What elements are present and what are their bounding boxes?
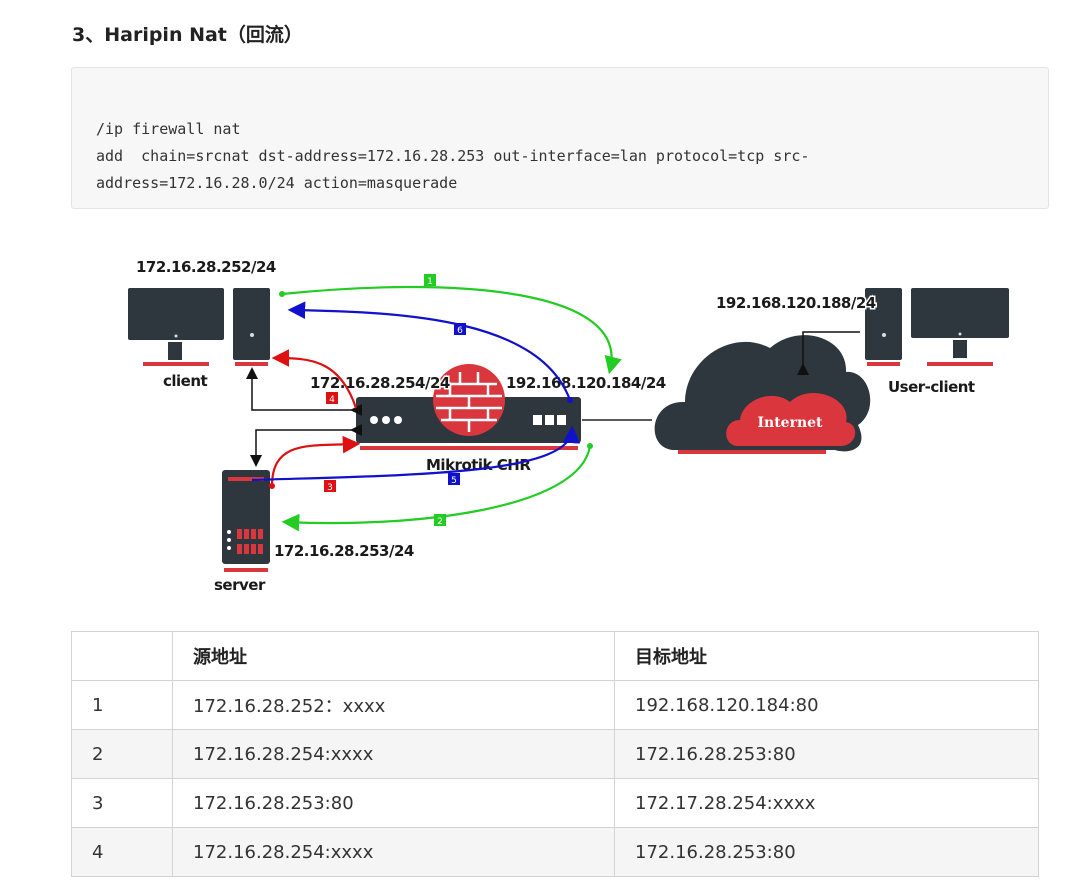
table-header-row: 源地址 目标地址 bbox=[71, 631, 1039, 681]
flow-arrow-5 bbox=[251, 425, 581, 482]
nat-address-table: 源地址 目标地址 1 172.16.28.252：xxxx 192.168.12… bbox=[71, 631, 1039, 877]
code-line: add chain=srcnat dst-address=172.16.28.2… bbox=[96, 147, 810, 165]
section-heading: 3、Haripin Nat（回流） bbox=[72, 24, 303, 46]
table-cell: 1 bbox=[71, 680, 173, 730]
server-icon bbox=[222, 470, 270, 572]
router-label: Mikrotik CHR bbox=[426, 456, 531, 474]
step-badge-2: 2 bbox=[437, 517, 443, 527]
flow-arrow-2 bbox=[281, 445, 592, 532]
table-cell: 3 bbox=[71, 778, 173, 828]
router-lan-ip-label: 172.16.28.254/24 bbox=[310, 374, 450, 392]
hairpin-nat-diagram: 172.16.28.252/24 client 172.16.28.254/24 bbox=[128, 257, 1009, 596]
user-ip-label: 192.168.120.188/24 bbox=[716, 294, 876, 312]
header-cell: 源地址 bbox=[172, 631, 615, 681]
header-cell: 目标地址 bbox=[614, 631, 1039, 681]
table-cell: 172.17.28.254:xxxx bbox=[614, 778, 1039, 828]
step-badge-4: 4 bbox=[329, 395, 335, 405]
table-cell: 172.16.28.253:80 bbox=[614, 729, 1039, 779]
code-block: /ip firewall nat add chain=srcnat dst-ad… bbox=[71, 67, 1049, 209]
step-badge-1: 1 bbox=[427, 277, 433, 287]
table-cell: 2 bbox=[71, 729, 173, 779]
user-monitor-icon bbox=[911, 288, 1009, 366]
flow-arrow-3 bbox=[270, 435, 361, 487]
client-ip-label: 172.16.28.252/24 bbox=[136, 258, 276, 276]
table-cell: 172.16.28.254:xxxx bbox=[172, 827, 615, 877]
user-client-label: User-client bbox=[888, 378, 975, 396]
table-cell: 192.168.120.184:80 bbox=[614, 680, 1039, 730]
table-cell: 4 bbox=[71, 827, 173, 877]
table-cell: 172.16.28.253:80 bbox=[172, 778, 615, 828]
internet-label: Internet bbox=[757, 415, 823, 431]
internet-cloud-icon bbox=[654, 335, 871, 454]
code-line: address=172.16.28.0/24 action=masquerade bbox=[96, 174, 458, 192]
step-badge-6: 6 bbox=[457, 326, 463, 336]
server-ip-label: 172.16.28.253/24 bbox=[274, 542, 414, 560]
router-wan-ip-label: 192.168.120.184/24 bbox=[506, 374, 666, 392]
client-tower-icon bbox=[233, 288, 270, 366]
client-label: client bbox=[163, 372, 208, 390]
table-row: 2 172.16.28.254:xxxx 172.16.28.253:80 bbox=[71, 729, 1039, 779]
header-cell bbox=[71, 631, 173, 681]
step-badge-5: 5 bbox=[451, 476, 457, 486]
table-row: 1 172.16.28.252：xxxx 192.168.120.184:80 bbox=[71, 680, 1039, 730]
client-monitor-icon bbox=[128, 288, 224, 366]
flow-arrow-4 bbox=[271, 349, 358, 409]
table-row: 4 172.16.28.254:xxxx 172.16.28.253:80 bbox=[71, 827, 1039, 877]
step-badge-3: 3 bbox=[327, 483, 333, 493]
code-line: /ip firewall nat bbox=[96, 120, 241, 138]
table-row: 3 172.16.28.253:80 172.17.28.254:xxxx bbox=[71, 778, 1039, 828]
user-tower-icon bbox=[865, 288, 902, 366]
server-label: server bbox=[214, 576, 266, 594]
table-cell: 172.16.28.252：xxxx bbox=[172, 680, 615, 730]
flow-arrow-1 bbox=[281, 285, 622, 375]
firewall-icon bbox=[433, 364, 505, 436]
table-cell: 172.16.28.253:80 bbox=[614, 827, 1039, 877]
table-cell: 172.16.28.254:xxxx bbox=[172, 729, 615, 779]
